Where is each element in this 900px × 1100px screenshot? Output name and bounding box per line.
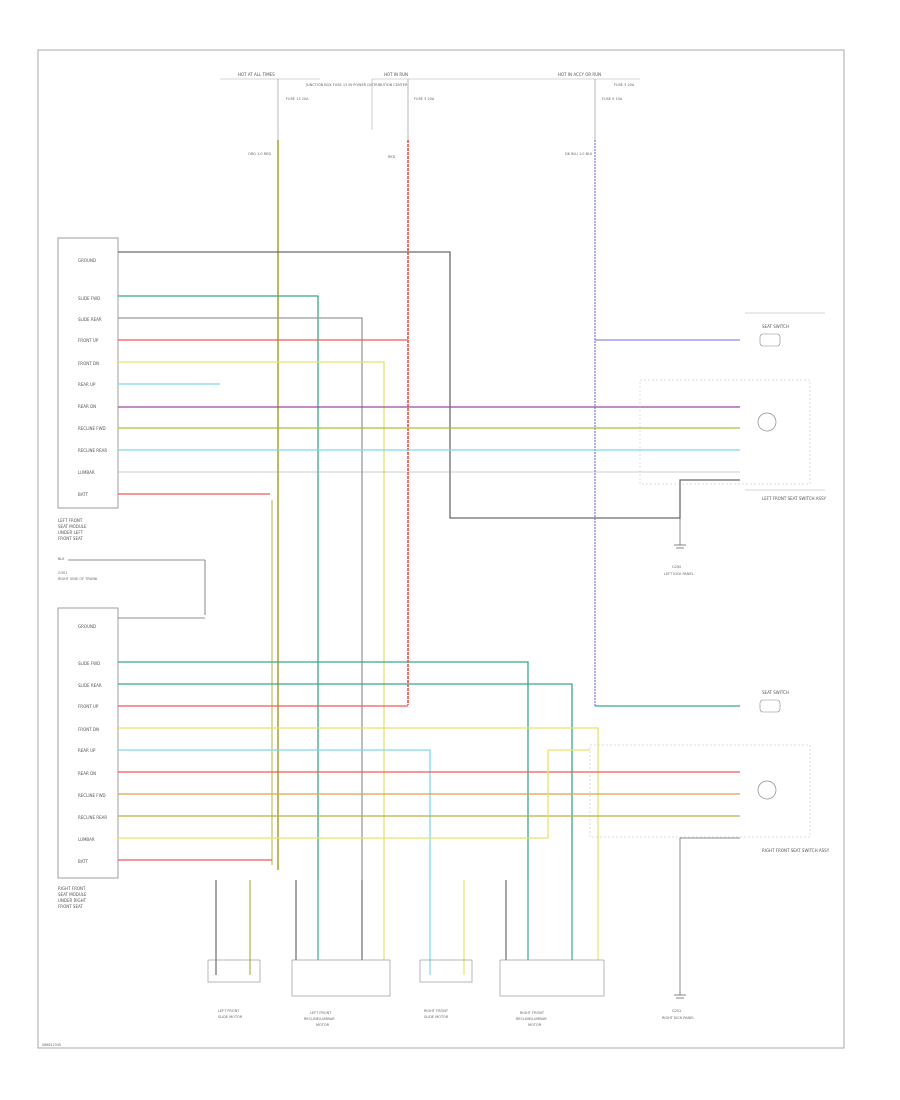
svg-text:FUSE 9 10A: FUSE 9 10A — [602, 97, 623, 101]
svg-text:MOTOR: MOTOR — [528, 1023, 542, 1027]
svg-text:REAR UP: REAR UP — [78, 382, 96, 387]
figure-id: G00012345 — [42, 1043, 61, 1047]
svg-text:SLIDE FWD: SLIDE FWD — [78, 661, 100, 666]
svg-text:HOT IN RUN: HOT IN RUN — [384, 72, 408, 77]
svg-text:FUSE 3 20A: FUSE 3 20A — [414, 97, 435, 101]
power-source-1: HOT AT ALL TIMES FUSE 13 20A JUNCTION BO… — [220, 72, 408, 156]
svg-text:RIGHT FRONT: RIGHT FRONT — [520, 1011, 545, 1015]
motor-3: RIGHT FRONT SLIDE MOTOR — [419, 959, 473, 1019]
svg-text:FRONT DN: FRONT DN — [78, 361, 99, 366]
svg-text:REAR UP: REAR UP — [78, 748, 96, 753]
svg-text:SLIDE REAR: SLIDE REAR — [78, 317, 102, 322]
svg-text:SEAT MODULE: SEAT MODULE — [58, 892, 87, 897]
svg-text:HOT IN ACCY OR RUN: HOT IN ACCY OR RUN — [558, 72, 601, 77]
diagram-frame — [37, 49, 845, 1049]
svg-text:RIGHT KICK PANEL: RIGHT KICK PANEL — [662, 1016, 694, 1020]
svg-text:RIGHT FRONT: RIGHT FRONT — [424, 1009, 449, 1013]
power-source-2: HOT IN RUN FUSE 3 20A RED — [371, 72, 440, 159]
svg-text:DK BLU 1.0 BLU: DK BLU 1.0 BLU — [565, 152, 593, 156]
svg-text:SEAT SWITCH: SEAT SWITCH — [762, 324, 789, 329]
ground-1: G200 LEFT KICK PANEL — [664, 518, 694, 576]
svg-text:FRONT SEAT: FRONT SEAT — [58, 536, 83, 541]
svg-text:BATT: BATT — [78, 492, 89, 497]
svg-text:RED: RED — [388, 155, 396, 159]
module2-wires — [118, 617, 740, 880]
svg-text:GROUND: GROUND — [78, 624, 96, 629]
svg-text:REAR DN: REAR DN — [78, 771, 96, 776]
svg-text:RIGHT SIDE OF TRUNK: RIGHT SIDE OF TRUNK — [58, 577, 98, 581]
svg-text:SEAT MODULE: SEAT MODULE — [58, 524, 87, 529]
svg-text:FRONT UP: FRONT UP — [78, 338, 99, 343]
svg-text:RIGHT FRONT SEAT SWITCH ASSY: RIGHT FRONT SEAT SWITCH ASSY — [762, 848, 830, 853]
ground-2: G201 RIGHT KICK PANEL — [662, 837, 740, 1020]
svg-text:ORG 1.0 RED: ORG 1.0 RED — [248, 152, 271, 156]
svg-text:LUMBAR: LUMBAR — [78, 470, 95, 475]
svg-text:RECLINE/LUMBAR: RECLINE/LUMBAR — [304, 1017, 335, 1021]
right-front-seat-switch-assy: RIGHT FRONT SEAT SWITCH ASSY — [589, 744, 830, 853]
svg-text:RECLINE REAR: RECLINE REAR — [78, 815, 107, 820]
motor-4: RIGHT FRONT RECLINE/LUMBAR MOTOR — [499, 959, 605, 1027]
svg-text:LEFT FRONT SEAT SWITCH ASSY: LEFT FRONT SEAT SWITCH ASSY — [762, 496, 827, 501]
svg-text:FUSE 13 20A: FUSE 13 20A — [286, 97, 309, 101]
right-seat-module: BLK G301 RIGHT SIDE OF TRUNK GROUND SLID… — [57, 557, 206, 909]
left-seat-module: GROUND SLIDE FWD SLIDE REAR FRONT UP FRO… — [57, 237, 119, 541]
svg-text:RECLINE REAR: RECLINE REAR — [78, 448, 107, 453]
svg-text:LEFT FRONT: LEFT FRONT — [218, 1009, 240, 1013]
svg-text:LEFT FRONT: LEFT FRONT — [310, 1011, 332, 1015]
svg-text:LEFT FRONT: LEFT FRONT — [58, 518, 83, 523]
motor-1: LEFT FRONT SLIDE MOTOR — [207, 959, 261, 1019]
svg-text:LEFT KICK PANEL: LEFT KICK PANEL — [664, 572, 694, 576]
svg-text:SLIDE FWD: SLIDE FWD — [78, 296, 100, 301]
svg-text:LUMBAR: LUMBAR — [78, 837, 95, 842]
left-front-seat-switch-assy: LEFT FRONT SEAT SWITCH ASSY — [639, 379, 827, 501]
seat-switch-2: SEAT SWITCH — [759, 690, 789, 713]
svg-text:SEAT SWITCH: SEAT SWITCH — [762, 690, 789, 695]
power-source-3: HOT IN ACCY OR RUN FUSE 9 10A FUSE 3 20A… — [440, 72, 640, 156]
seat-switch-1: SEAT SWITCH — [745, 312, 825, 347]
svg-text:G301: G301 — [58, 571, 67, 575]
svg-text:FRONT SEAT: FRONT SEAT — [58, 904, 83, 909]
svg-text:BATT: BATT — [78, 859, 89, 864]
svg-text:HOT AT ALL TIMES: HOT AT ALL TIMES — [238, 72, 275, 77]
svg-text:FRONT DN: FRONT DN — [78, 727, 99, 732]
svg-text:RECLINE/LUMBAR: RECLINE/LUMBAR — [516, 1017, 547, 1021]
module1-wires — [118, 251, 740, 880]
svg-text:BLK: BLK — [58, 557, 65, 561]
svg-text:JUNCTION BOX FUSE 13 IN POWER: JUNCTION BOX FUSE 13 IN POWER DISTRIBUTI… — [305, 83, 408, 87]
motor-connectors — [215, 880, 599, 975]
svg-text:MOTOR: MOTOR — [316, 1023, 330, 1027]
svg-text:RIGHT FRONT: RIGHT FRONT — [58, 886, 86, 891]
motor-2: LEFT FRONT RECLINE/LUMBAR MOTOR — [291, 959, 391, 1027]
svg-text:SLIDE MOTOR: SLIDE MOTOR — [218, 1015, 243, 1019]
module2-pin-labels: GROUND SLIDE FWD SLIDE REAR FRONT UP FRO… — [78, 624, 107, 864]
svg-text:RECLINE FWD: RECLINE FWD — [78, 793, 106, 798]
svg-text:UNDER RIGHT: UNDER RIGHT — [58, 898, 87, 903]
svg-text:FUSE 3 20A: FUSE 3 20A — [614, 83, 635, 87]
svg-text:SLIDE MOTOR: SLIDE MOTOR — [424, 1015, 449, 1019]
svg-text:SLIDE REAR: SLIDE REAR — [78, 683, 102, 688]
svg-text:FRONT UP: FRONT UP — [78, 704, 99, 709]
module1-pin-labels: GROUND SLIDE FWD SLIDE REAR FRONT UP FRO… — [78, 258, 107, 497]
svg-text:REAR DN: REAR DN — [78, 404, 96, 409]
svg-text:RECLINE FWD: RECLINE FWD — [78, 426, 106, 431]
svg-text:G201: G201 — [672, 1009, 681, 1013]
svg-text:G200: G200 — [672, 565, 681, 569]
svg-text:GROUND: GROUND — [78, 258, 96, 263]
svg-text:UNDER LEFT: UNDER LEFT — [58, 530, 84, 535]
